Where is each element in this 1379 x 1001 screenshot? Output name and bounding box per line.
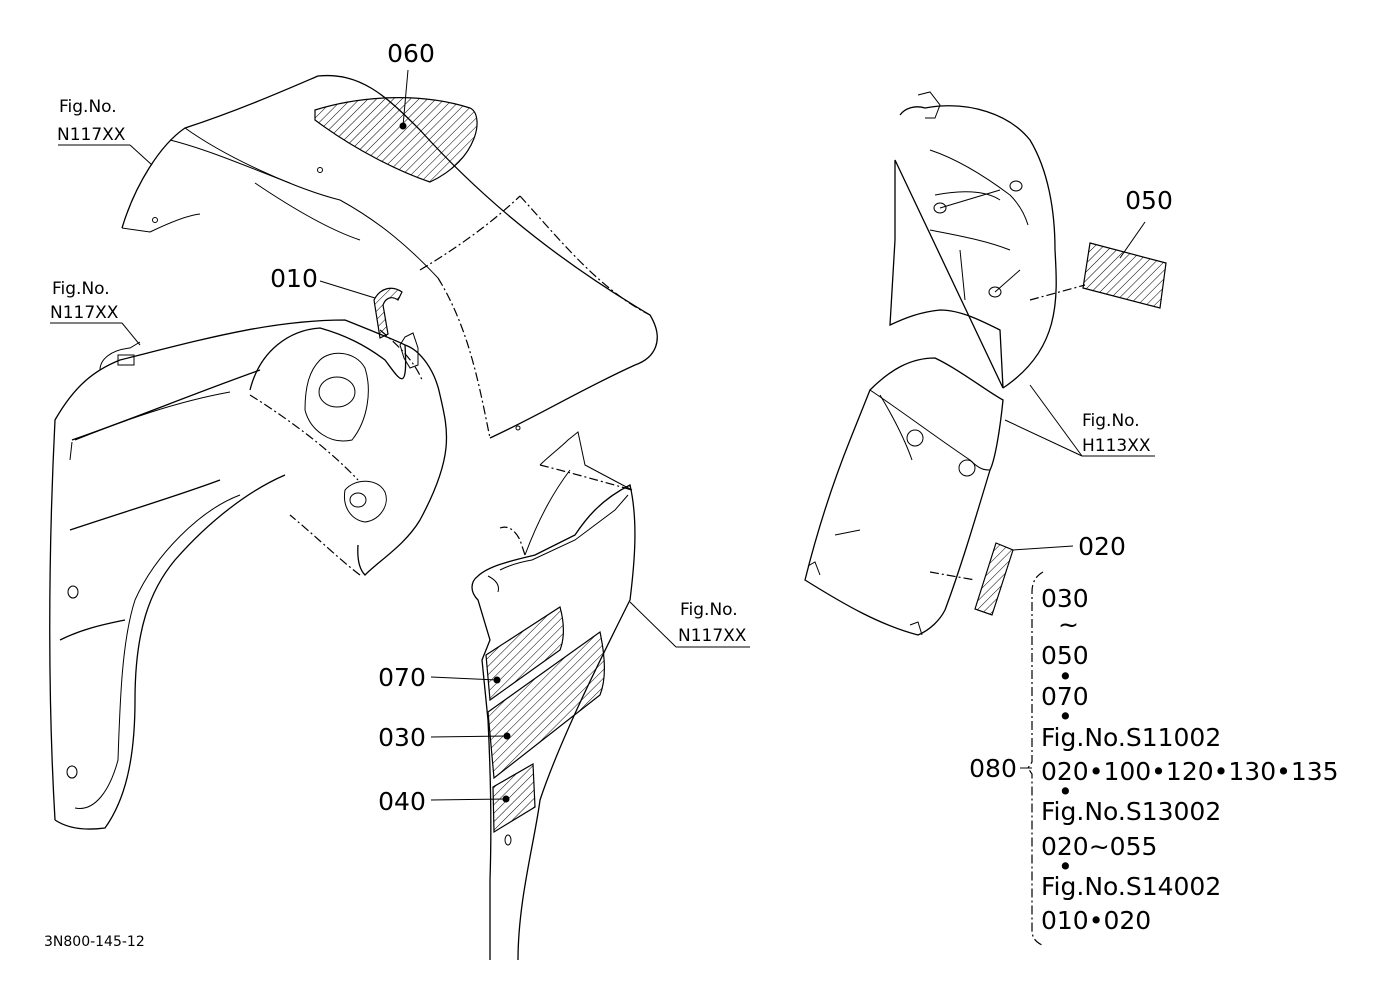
kit-line-10: Fig.No.S13002 <box>1041 797 1221 826</box>
kit-line-6: • <box>1058 702 1073 731</box>
hood-panel-drawing <box>121 69 658 439</box>
label-050: 050 <box>1125 186 1173 215</box>
kit-line-5: 070 <box>1041 682 1089 711</box>
labels: 060 010 050 020 070 030 040 080 Fig.No. … <box>44 39 1173 950</box>
label-040: 040 <box>378 787 426 816</box>
fig-ref-center-line2: N117XX <box>678 626 747 646</box>
kit-line-4: • <box>1058 662 1073 691</box>
fig-ref-top-left-line2: N117XX <box>57 125 126 145</box>
fig-ref-right-line1: Fig.No. <box>1082 411 1140 431</box>
label-080: 080 <box>969 754 1017 783</box>
lower-panel-drawing <box>430 431 636 961</box>
kit-line-13: Fig.No.S14002 <box>1041 872 1221 901</box>
kit-line-3: 050 <box>1041 641 1089 670</box>
label-010: 010 <box>270 264 318 293</box>
kit-line-14: 010•020 <box>1041 906 1151 935</box>
fig-ref-top-left-line1: Fig.No. <box>59 97 117 117</box>
fig-ref-center-line1: Fig.No. <box>680 600 738 620</box>
kit-list: 030 ~ 050 • 070 • Fig.No.S11002 020•100•… <box>1041 584 1339 935</box>
kit-line-9: • <box>1058 777 1073 806</box>
leader-lines <box>50 144 1155 946</box>
kit-line-1: 030 <box>1041 584 1089 613</box>
kit-line-7: Fig.No.S11002 <box>1041 723 1221 752</box>
fig-ref-mid-left-line1: Fig.No. <box>52 279 110 299</box>
kit-line-8: 020•100•120•130•135 <box>1041 757 1339 786</box>
label-030: 030 <box>378 723 426 752</box>
upper-bracket-drawing <box>889 91 1167 389</box>
diagram-id: 3N800-145-12 <box>44 934 145 950</box>
fender-drawing <box>49 287 448 830</box>
label-060: 060 <box>387 39 435 68</box>
fig-ref-mid-left-line2: N117XX <box>50 303 119 323</box>
label-070: 070 <box>378 663 426 692</box>
fig-ref-right-line2: H113XX <box>1082 436 1151 456</box>
label-020: 020 <box>1078 532 1126 561</box>
kit-line-12: • <box>1058 852 1073 881</box>
lower-bracket-drawing <box>804 357 1014 636</box>
kit-line-2: ~ <box>1058 610 1079 639</box>
kit-line-11: 020∼055 <box>1041 832 1157 861</box>
